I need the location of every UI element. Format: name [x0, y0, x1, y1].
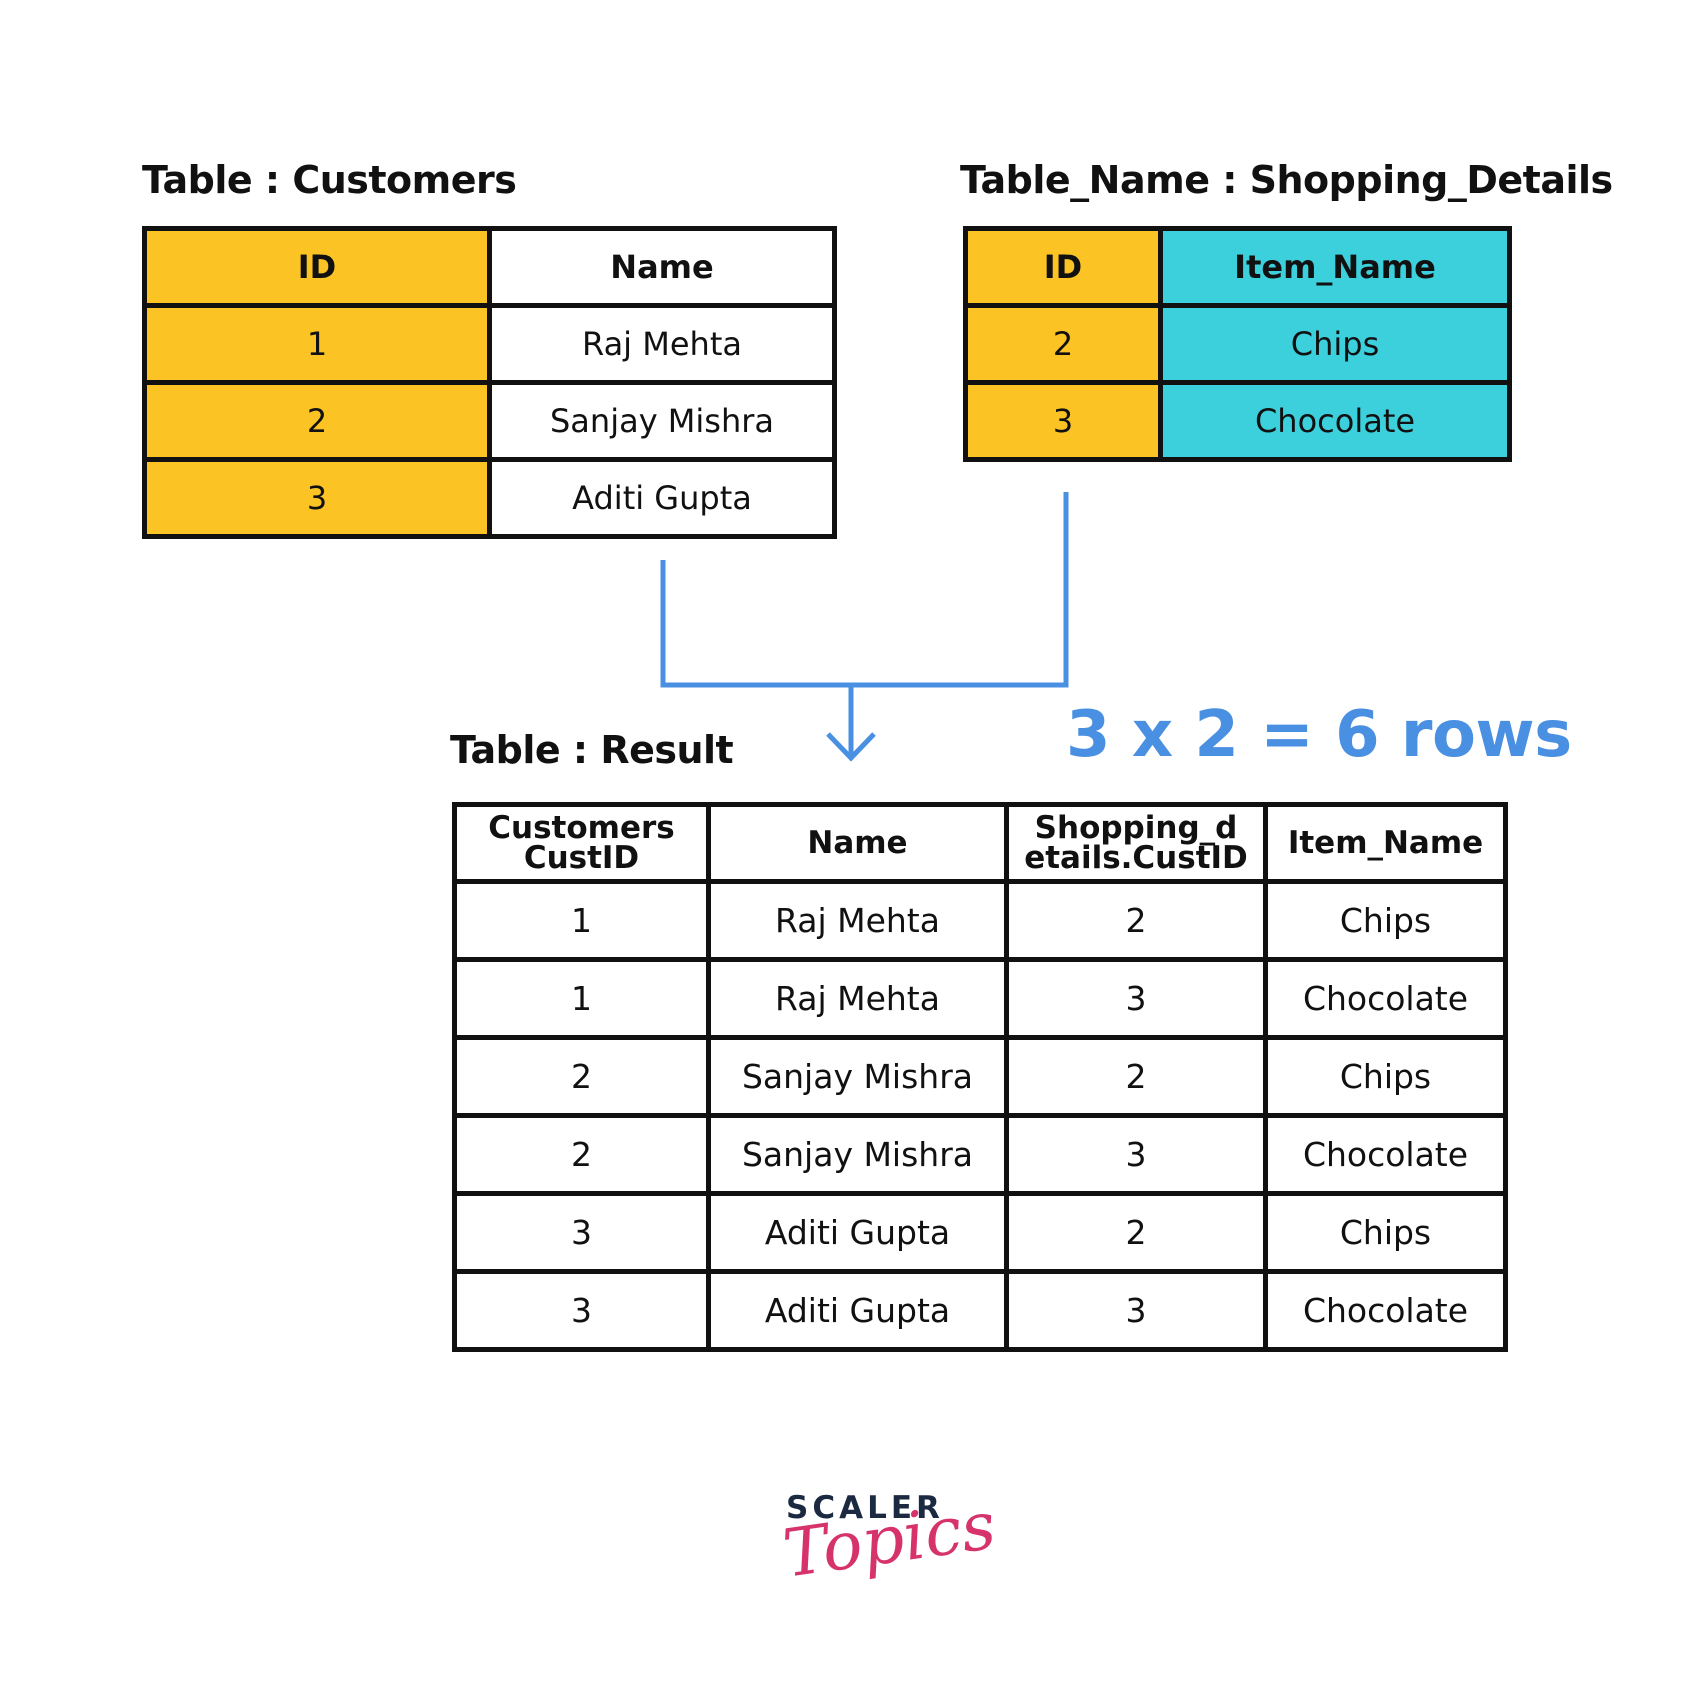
logo-wordmark: SCALER [786, 1490, 944, 1526]
table-header-row: ID Item_Name [963, 226, 1512, 308]
table-cell: 1 [452, 879, 711, 962]
table-row: 1 Raj Mehta 3 Chocolate [452, 957, 1508, 1040]
table-row: 3 Chocolate [963, 380, 1512, 462]
shopping-details-table: ID Item_Name 2 Chips 3 Chocolate [963, 226, 1512, 462]
table-row: 1 Raj Mehta 2 Chips [452, 879, 1508, 962]
result-table-title: Table : Result [450, 728, 734, 772]
column-header: Item_Name [1158, 226, 1512, 308]
table-row: 1 Raj Mehta [142, 303, 837, 385]
result-table: Customers CustID Name Shopping_d etails.… [452, 802, 1508, 1352]
table-cell: 3 [1004, 957, 1268, 1040]
table-cell: 2 [452, 1035, 711, 1118]
column-header: Shopping_d etails.CustID [1004, 802, 1268, 884]
table-cell: Chocolate [1263, 1269, 1508, 1352]
table-cell: Raj Mehta [706, 957, 1009, 1040]
table-cell: Raj Mehta [706, 879, 1009, 962]
column-header: ID [142, 226, 492, 308]
table-cell: Chips [1158, 303, 1512, 385]
table-row: 2 Sanjay Mishra [142, 380, 837, 462]
arrow-head [826, 732, 876, 762]
table-cell: 2 [1004, 879, 1268, 962]
shopping-table-title: Table_Name : Shopping_Details [960, 158, 1613, 202]
table-cell: 3 [963, 380, 1163, 462]
table-cell: Chips [1263, 1191, 1508, 1274]
table-row: 3 Aditi Gupta 2 Chips [452, 1191, 1508, 1274]
table-header-row: Customers CustID Name Shopping_d etails.… [452, 802, 1508, 884]
table-cell: 2 [963, 303, 1163, 385]
table-cell: 2 [1004, 1191, 1268, 1274]
table-row: 2 Sanjay Mishra 2 Chips [452, 1035, 1508, 1118]
table-cell: 3 [1004, 1113, 1268, 1196]
customers-table-title: Table : Customers [142, 158, 517, 202]
table-cell: Aditi Gupta [487, 457, 837, 539]
table-cell: 2 [142, 380, 492, 462]
customers-table: ID Name 1 Raj Mehta 2 Sanjay Mishra 3 Ad… [142, 226, 837, 539]
table-cell: Sanjay Mishra [487, 380, 837, 462]
table-cell: 3 [452, 1191, 711, 1274]
table-cell: 2 [1004, 1035, 1268, 1118]
table-cell: Chips [1263, 879, 1508, 962]
column-header: Item_Name [1263, 802, 1508, 884]
column-header: ID [963, 226, 1163, 308]
table-cell: 1 [452, 957, 711, 1040]
table-header-row: ID Name [142, 226, 837, 308]
table-row: 3 Aditi Gupta 3 Chocolate [452, 1269, 1508, 1352]
table-cell: Chocolate [1158, 380, 1512, 462]
table-cell: 3 [452, 1269, 711, 1352]
table-cell: Chocolate [1263, 957, 1508, 1040]
column-header: Customers CustID [452, 802, 711, 884]
table-cell: 2 [452, 1113, 711, 1196]
table-cell: Aditi Gupta [706, 1269, 1009, 1352]
column-header: Name [706, 802, 1009, 884]
table-cell: Sanjay Mishra [706, 1113, 1009, 1196]
table-row: 2 Sanjay Mishra 3 Chocolate [452, 1113, 1508, 1196]
table-cell: Raj Mehta [487, 303, 837, 385]
row-count-formula: 3 x 2 = 6 rows [1066, 698, 1572, 772]
column-header: Name [487, 226, 837, 308]
table-cell: 3 [142, 457, 492, 539]
table-cell: 1 [142, 303, 492, 385]
connector-line [660, 492, 1069, 688]
table-row: 3 Aditi Gupta [142, 457, 837, 539]
table-cell: Aditi Gupta [706, 1191, 1009, 1274]
table-cell: Sanjay Mishra [706, 1035, 1009, 1118]
table-cell: Chocolate [1263, 1113, 1508, 1196]
table-cell: 3 [1004, 1269, 1268, 1352]
table-cell: Chips [1263, 1035, 1508, 1118]
table-row: 2 Chips [963, 303, 1512, 385]
